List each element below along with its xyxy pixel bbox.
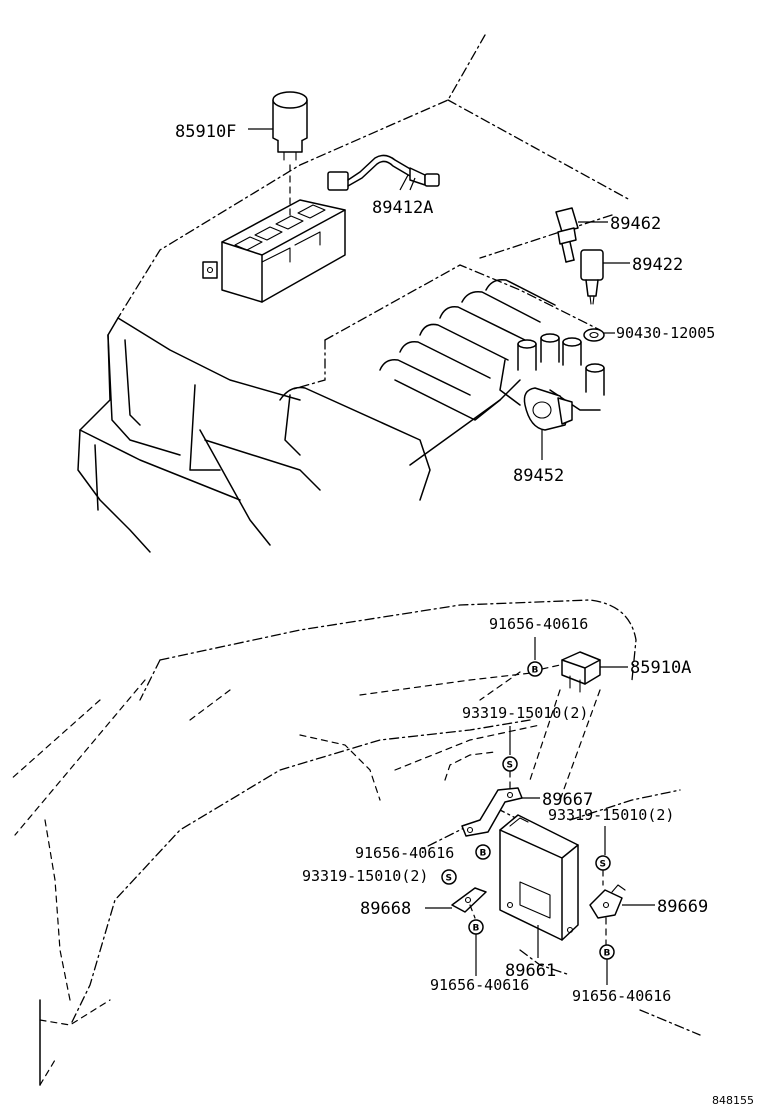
label-93319-15010-b: 93319-15010(2) bbox=[548, 806, 674, 824]
screw-marker-a: S bbox=[502, 756, 518, 772]
label-91656-40616-botr: 91656-40616 bbox=[572, 987, 671, 1005]
gasket-90430-12005 bbox=[583, 328, 605, 342]
dashboard-area bbox=[9, 599, 701, 1086]
label-89669: 89669 bbox=[657, 897, 708, 917]
svg-text:S: S bbox=[600, 860, 606, 870]
bolt-marker-botr: B bbox=[599, 944, 615, 960]
svg-text:B: B bbox=[480, 849, 487, 859]
bracket-89668 bbox=[451, 887, 487, 913]
sensor-89412a bbox=[327, 154, 440, 191]
relay-box bbox=[202, 199, 346, 303]
svg-text:S: S bbox=[507, 761, 513, 771]
ecu-89661 bbox=[499, 814, 579, 941]
screw-marker-c: S bbox=[441, 869, 457, 885]
bracket-89669 bbox=[589, 884, 626, 919]
svg-text:S: S bbox=[446, 874, 452, 884]
bolt-marker-mid: B bbox=[475, 844, 491, 860]
label-89667: 89667 bbox=[542, 790, 593, 810]
svg-text:B: B bbox=[604, 949, 611, 959]
label-85910f: 85910F bbox=[175, 122, 236, 142]
label-89412a: 89412A bbox=[372, 198, 433, 218]
label-89668: 89668 bbox=[360, 899, 411, 919]
label-90430-12005: 90430-12005 bbox=[616, 324, 715, 342]
label-89462: 89462 bbox=[610, 214, 661, 234]
screw-marker-b: S bbox=[595, 855, 611, 871]
engine-compartment bbox=[77, 34, 631, 553]
label-91656-40616-botl: 91656-40616 bbox=[430, 976, 529, 994]
relay-85910a bbox=[561, 651, 601, 693]
diagram-code: 848155 bbox=[712, 1094, 754, 1107]
relay-85910f bbox=[272, 91, 308, 161]
svg-text:B: B bbox=[473, 924, 480, 934]
label-89661: 89661 bbox=[505, 961, 556, 981]
label-89452: 89452 bbox=[513, 466, 564, 486]
svg-text:B: B bbox=[532, 666, 539, 676]
bolt-marker-top: B bbox=[527, 661, 543, 677]
label-91656-40616-top: 91656-40616 bbox=[489, 615, 588, 633]
label-93319-15010-c: 93319-15010(2) bbox=[302, 867, 428, 885]
sensor-89422 bbox=[580, 249, 604, 305]
label-85910a: 85910A bbox=[630, 658, 691, 678]
sensor-89462 bbox=[555, 207, 579, 263]
bolt-marker-botl: B bbox=[468, 919, 484, 935]
label-93319-15010-a: 93319-15010(2) bbox=[462, 704, 588, 722]
label-91656-40616-mid: 91656-40616 bbox=[355, 844, 454, 862]
label-89422: 89422 bbox=[632, 255, 683, 275]
sensor-89452 bbox=[523, 387, 573, 431]
